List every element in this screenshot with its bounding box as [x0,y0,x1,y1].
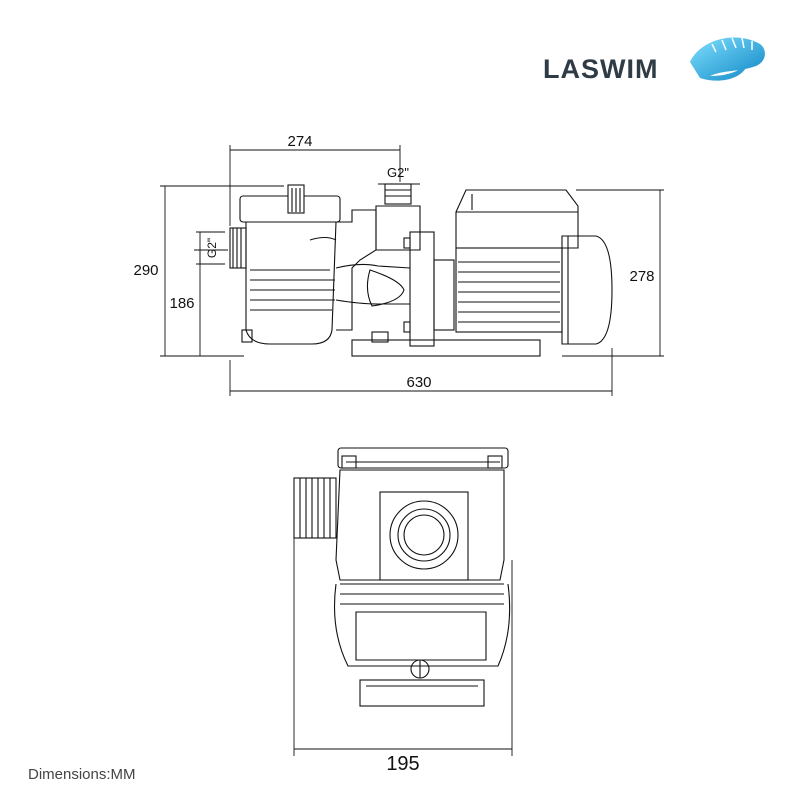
pump-body [309,209,411,331]
front-body [334,469,511,707]
dim-290-label: 290 [133,262,158,279]
strainer-housing [239,184,341,345]
dim-274-label: 274 [287,133,312,150]
top-outlet [375,183,421,251]
base [351,331,541,357]
dim-195-label: 195 [386,753,419,775]
dim-186-label: 186 [169,295,194,312]
front-inlet [293,477,337,539]
front-dimension-lines [293,520,513,756]
dim-630-label: 630 [406,374,431,391]
side-inlet [229,227,247,269]
dim-top-inlet-label: G2" [387,165,409,180]
units-note: Dimensions:MM [28,766,136,783]
side-view [160,145,664,396]
control-box [455,189,579,249]
shell-icon [690,37,765,81]
motor-flange [403,231,455,347]
front-lid [337,447,509,469]
dim-278-label: 278 [629,268,654,285]
laswim-logo: LASWIM [543,37,765,84]
dimension-lines [160,145,664,396]
logo-wordmark: LASWIM [543,54,658,84]
front-view [293,447,513,756]
motor [455,235,613,345]
dim-side-inlet-label: G2" [205,238,219,258]
